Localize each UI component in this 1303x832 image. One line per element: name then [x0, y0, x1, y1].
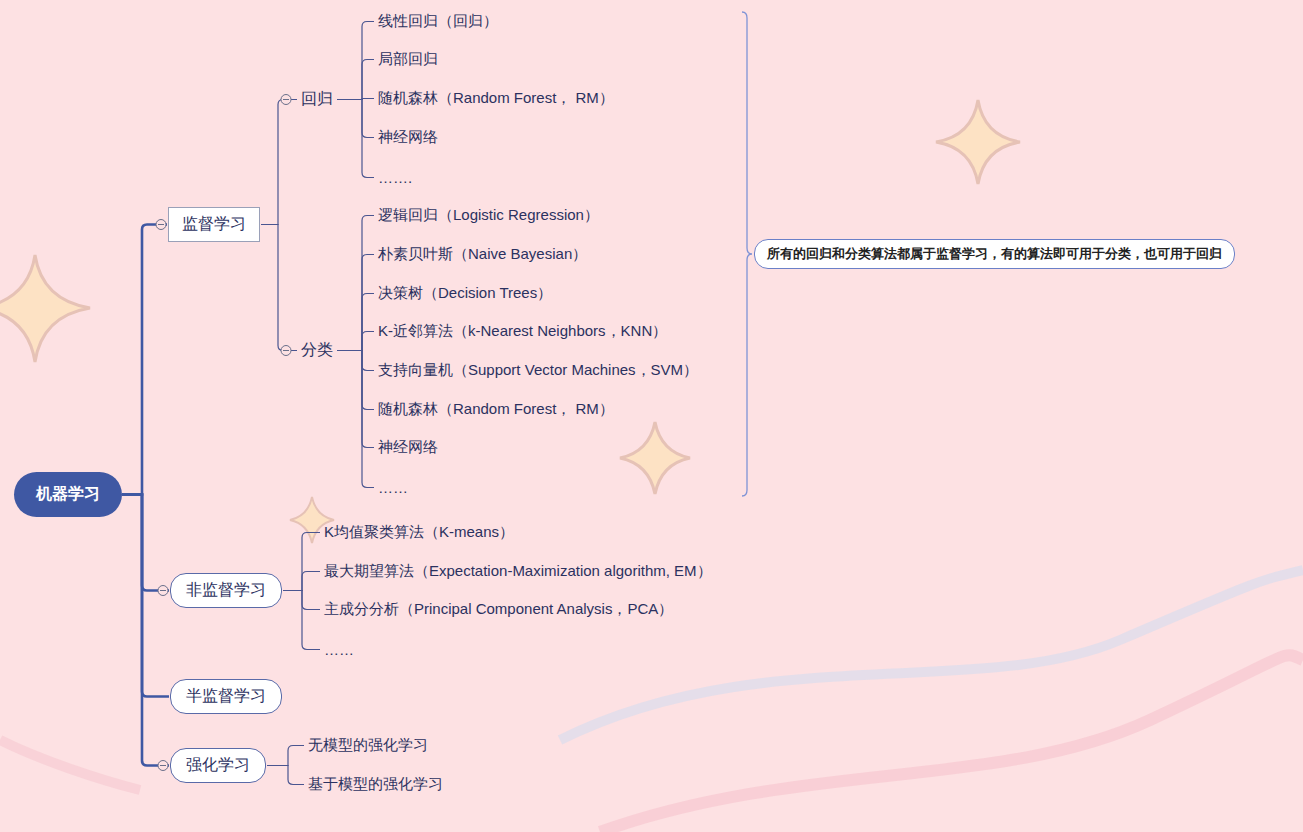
- topic-text: 支持向量机（Support Vector Machines，SVM）: [378, 361, 698, 380]
- collapse-marker: [158, 224, 164, 225]
- branch-line: [337, 294, 374, 351]
- branch-line: [122, 495, 169, 766]
- branch-line: [337, 100, 374, 138]
- collapse-marker: [160, 590, 166, 591]
- topic-text: 半监督学习: [186, 686, 266, 707]
- branch-line: [122, 495, 169, 697]
- collapse-marker: [158, 761, 168, 771]
- leaf-topic: K-近邻算法（k-Nearest Neighbors，KNN）: [375, 320, 670, 343]
- root-topic: 机器学习: [14, 472, 122, 517]
- main-topic: 强化学习: [170, 748, 266, 783]
- topic-text: 朴素贝叶斯（Naive Bayesian）: [378, 245, 587, 264]
- branch-line: [283, 572, 320, 591]
- branch-line: [337, 351, 374, 448]
- topic-text: 强化学习: [186, 755, 250, 776]
- collapse-marker: [283, 350, 289, 351]
- topic-text: K-近邻算法（k-Nearest Neighbors，KNN）: [378, 322, 667, 341]
- main-topic: 半监督学习: [170, 679, 282, 714]
- branch-line: [261, 225, 297, 351]
- leaf-topic: 最大期望算法（Expectation-Maximization algorith…: [321, 560, 715, 583]
- main-topic: 非监督学习: [170, 573, 282, 608]
- topic-text: ……: [378, 479, 408, 496]
- topic-text: ……: [324, 641, 354, 658]
- branch-line: [337, 351, 374, 488]
- wave-line: [560, 570, 1303, 740]
- topic-text: 神经网络: [378, 438, 438, 457]
- topic-text: 局部回归: [378, 50, 438, 69]
- topic-text: K均值聚类算法（K-means）: [324, 523, 514, 542]
- leaf-topic: 决策树（Decision Trees）: [375, 282, 555, 305]
- topic-text: 神经网络: [378, 128, 438, 147]
- star: [936, 100, 1020, 184]
- topic-text: 分类: [301, 340, 333, 361]
- leaf-topic: …….: [375, 167, 415, 188]
- topic-text: 无模型的强化学习: [308, 736, 428, 755]
- leaf-topic: ……: [321, 639, 357, 660]
- topic-text: 所有的回归和分类算法都属于监督学习，有的算法即可用于分类，也可用于回归: [767, 245, 1222, 263]
- leaf-topic: 朴素贝叶斯（Naive Bayesian）: [375, 243, 590, 266]
- topic-text: 机器学习: [36, 484, 100, 505]
- leaf-topic: 基于模型的强化学习: [305, 773, 446, 796]
- topic-text: 决策树（Decision Trees）: [378, 284, 552, 303]
- leaf-topic: ……: [375, 477, 411, 498]
- branch-line: [267, 766, 304, 785]
- star: [620, 422, 690, 494]
- topic-text: 非监督学习: [186, 580, 266, 601]
- leaf-topic: 线性回归（回归）: [375, 10, 501, 33]
- leaf-topic: 神经网络: [375, 436, 441, 459]
- topic-text: 回归: [301, 89, 333, 110]
- leaf-topic: 随机森林（Random Forest， RM）: [375, 398, 617, 421]
- branch-line: [337, 60, 374, 100]
- topic-text: 基于模型的强化学习: [308, 775, 443, 794]
- topic-text: 线性回归（回归）: [378, 12, 498, 31]
- main-topic: 监督学习: [168, 207, 260, 242]
- branch-line: [261, 100, 297, 225]
- branch-line: [337, 351, 374, 371]
- leaf-topic: 随机森林（Random Forest， RM）: [375, 87, 617, 110]
- branch-line: [337, 100, 374, 178]
- wave-line: [600, 655, 1303, 832]
- sub-topic: 回归: [298, 87, 336, 112]
- wave-line: [0, 740, 140, 790]
- leaf-topic: 神经网络: [375, 126, 441, 149]
- topic-text: 监督学习: [182, 214, 246, 235]
- topic-text: 随机森林（Random Forest， RM）: [378, 400, 614, 419]
- branch-line: [122, 495, 169, 591]
- branch-line: [337, 22, 374, 100]
- topic-text: 主成分分析（Principal Component Analysis，PCA）: [324, 600, 673, 619]
- collapse-marker: [283, 99, 289, 100]
- branch-line: [267, 746, 304, 766]
- collapse-marker: [156, 220, 166, 230]
- branch-line: [122, 225, 167, 495]
- sub-topic: 分类: [298, 338, 336, 363]
- branch-line: [283, 533, 320, 591]
- topic-text: 随机森林（Random Forest， RM）: [378, 89, 614, 108]
- branch-line: [337, 216, 374, 351]
- leaf-topic: 无模型的强化学习: [305, 734, 431, 757]
- summary-callout: 所有的回归和分类算法都属于监督学习，有的算法即可用于分类，也可用于回归: [754, 239, 1235, 269]
- summary-bracket: [742, 12, 752, 496]
- collapse-marker: [281, 95, 291, 105]
- topic-text: 最大期望算法（Expectation-Maximization algorith…: [324, 562, 712, 581]
- collapse-marker: [281, 346, 291, 356]
- leaf-topic: 主成分分析（Principal Component Analysis，PCA）: [321, 598, 676, 621]
- leaf-topic: K均值聚类算法（K-means）: [321, 521, 517, 544]
- topic-text: …….: [378, 169, 412, 186]
- collapse-marker: [158, 586, 168, 596]
- star: [0, 255, 90, 362]
- leaf-topic: 局部回归: [375, 48, 441, 71]
- branch-line: [283, 591, 320, 650]
- leaf-topic: 逻辑回归（Logistic Regression）: [375, 204, 602, 227]
- collapse-marker: [160, 765, 166, 766]
- leaf-topic: 支持向量机（Support Vector Machines，SVM）: [375, 359, 701, 382]
- branch-line: [337, 332, 374, 351]
- branch-line: [337, 255, 374, 351]
- branch-line: [337, 351, 374, 410]
- topic-text: 逻辑回归（Logistic Regression）: [378, 206, 599, 225]
